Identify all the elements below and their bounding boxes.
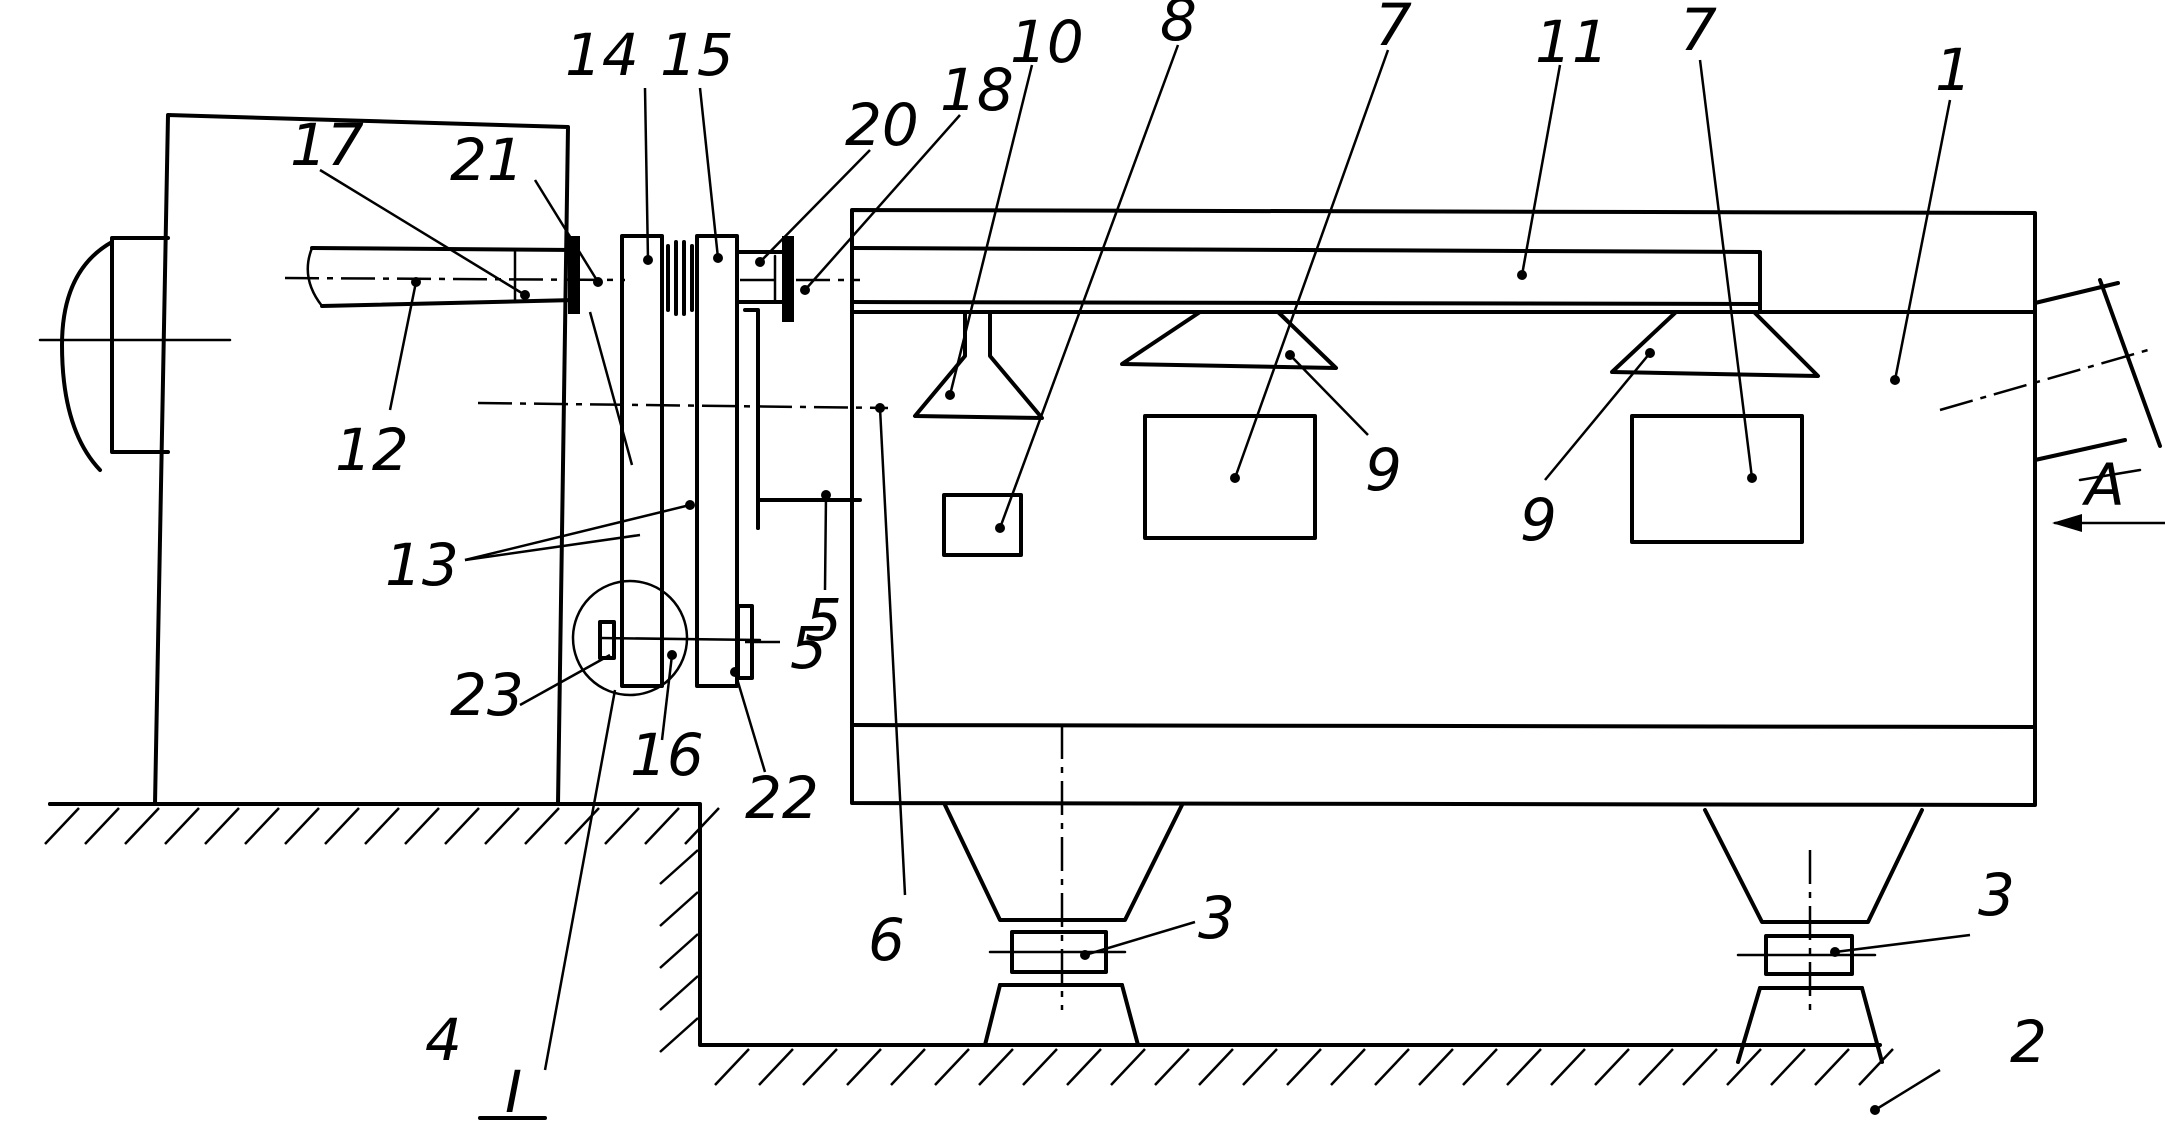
label-5-lower: 5	[790, 614, 827, 682]
label-15: 15	[660, 21, 734, 89]
hood-10	[915, 312, 1042, 418]
label-8: 8	[1160, 0, 1197, 54]
support-right	[1705, 810, 1922, 1062]
label-18: 18	[940, 56, 1014, 124]
label-20: 20	[845, 91, 919, 159]
label-14: 14	[565, 21, 639, 89]
label-21: 21	[450, 126, 524, 194]
label-9-left: 9	[1365, 436, 1402, 504]
label-7-left: 7	[1375, 0, 1412, 59]
label-detail-I: I	[505, 1058, 522, 1126]
label-17: 17	[290, 111, 364, 179]
support-stand-5	[745, 310, 860, 528]
label-11: 11	[1535, 8, 1609, 76]
input-shaft	[285, 236, 625, 314]
hood-9-left	[1122, 312, 1336, 368]
label-view-A: A	[2081, 451, 2125, 519]
pulley-15	[697, 236, 737, 686]
lower-shaft-16	[573, 581, 760, 695]
label-4: 4	[425, 1006, 462, 1074]
label-1: 1	[1935, 36, 1972, 104]
hood-9-right	[1612, 312, 1818, 376]
label-22: 22	[745, 764, 819, 832]
support-left	[945, 725, 1182, 1045]
label-2: 2	[2010, 1008, 2047, 1076]
label-7-right: 7	[1680, 0, 1717, 64]
label-10: 10	[1010, 8, 1084, 76]
label-9-right: 9	[1520, 486, 1557, 554]
discharge-chute	[1940, 280, 2160, 460]
belt-grooves	[668, 242, 692, 314]
label-3-right: 3	[1978, 861, 2015, 929]
window-7-left	[1145, 416, 1315, 538]
label-3-left: 3	[1198, 884, 1235, 952]
window-7-right	[1632, 416, 1802, 542]
label-6: 6	[868, 906, 905, 974]
label-16: 16	[630, 721, 704, 789]
ground-line	[50, 804, 1880, 1045]
label-12: 12	[335, 416, 409, 484]
label-23: 23	[450, 661, 524, 729]
pulley-14	[622, 236, 662, 686]
label-13: 13	[385, 531, 459, 599]
